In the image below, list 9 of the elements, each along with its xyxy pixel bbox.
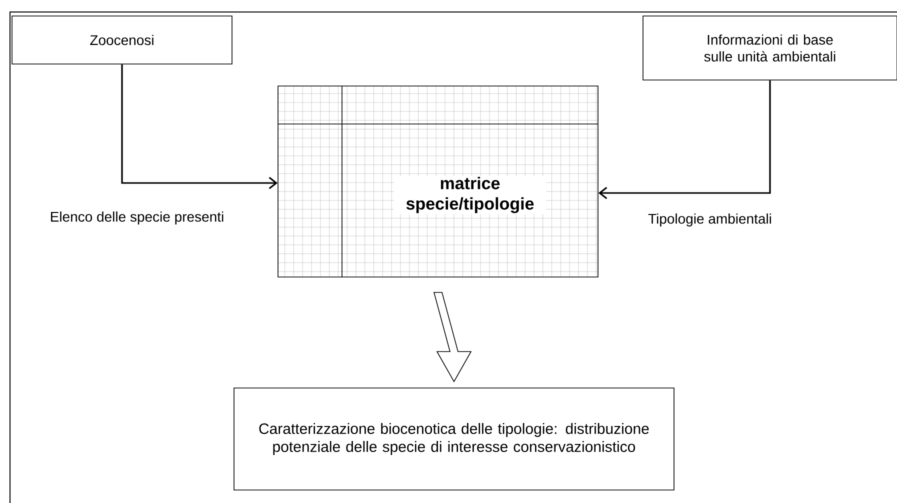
arrow [121, 64, 278, 190]
matrix-title: matrice specie/tipologie [394, 176, 546, 214]
process-box: Zoocenosi [12, 16, 232, 64]
result-box: Caratterizzazione biocenotica delle tipologie: distribuzione potenziale delle specie di interesse conservazionistico [234, 388, 674, 490]
edge-label: Elenco delle specie presenti [48, 210, 226, 226]
matrix-grid [278, 86, 598, 278]
edge-label: Tipologie ambientali [647, 212, 773, 228]
process-box: Informazioni di base sulle unità ambientali [642, 16, 897, 80]
arrow [598, 80, 771, 200]
